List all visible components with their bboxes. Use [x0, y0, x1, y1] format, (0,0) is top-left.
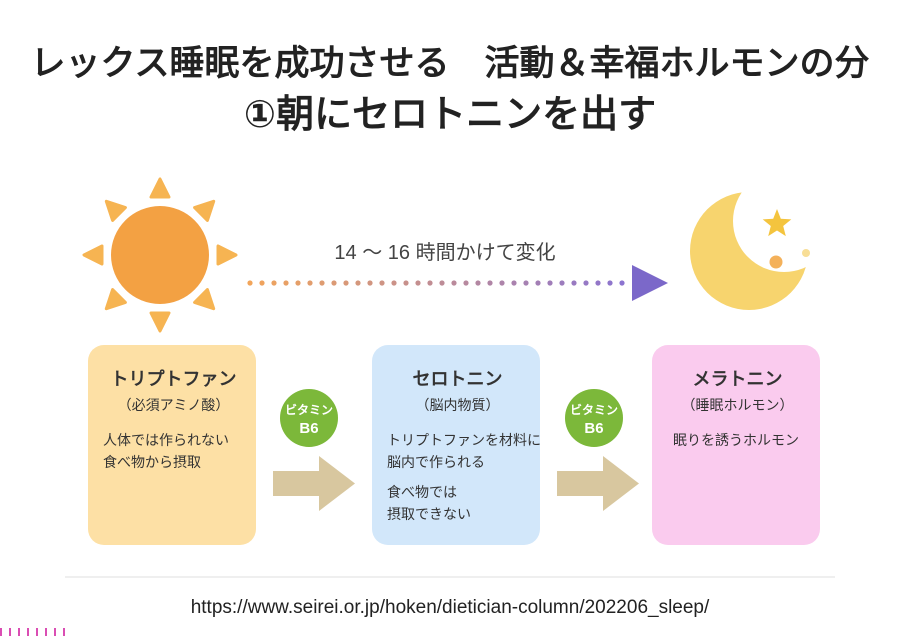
- sun-ray: [104, 288, 127, 311]
- dot: [427, 280, 433, 286]
- dot: [463, 280, 469, 286]
- slide-title-line-1: レックス睡眠を成功させる 活動＆幸福ホルモンの分: [30, 44, 870, 83]
- sun-ray: [149, 177, 171, 199]
- dot: [271, 280, 277, 286]
- star-icon: [762, 209, 792, 237]
- badge-circle: [280, 389, 338, 447]
- dot: [559, 280, 565, 286]
- dot: [415, 280, 421, 286]
- source-url: https://www.seirei.or.jp/hoken/dietician…: [190, 597, 710, 618]
- dot: [475, 280, 481, 286]
- box-text-line: 食べ物から摂取: [103, 454, 201, 470]
- sun-ray: [193, 288, 216, 311]
- box-title: メラトニン: [692, 369, 783, 389]
- box-subtitle: （脳内物質）: [415, 397, 500, 413]
- sun-ray: [149, 311, 171, 333]
- vitamin-b6-badge-1: ビタミン B6: [280, 389, 338, 447]
- badge-circle: [565, 389, 623, 447]
- dot: [247, 280, 253, 286]
- sun-rays: [82, 177, 238, 333]
- moon-dot-small: [802, 249, 810, 257]
- box-paragraph: 眠りを誘うホルモン: [667, 429, 808, 451]
- box-text-line: 人体では作られない: [103, 432, 229, 448]
- vitamin-b6-badge-2: ビタミン B6: [565, 389, 623, 447]
- box-subtitle: （必須アミノ酸）: [117, 397, 230, 413]
- moon-dot-large: [769, 255, 783, 269]
- dot: [331, 280, 337, 286]
- dot: [487, 280, 493, 286]
- dotted-arrow-line: [247, 280, 625, 286]
- dot: [283, 280, 289, 286]
- dot: [607, 280, 613, 286]
- dot: [499, 280, 505, 286]
- box-title: セロトニン: [412, 369, 503, 389]
- dot: [595, 280, 601, 286]
- moon-icon: [690, 170, 835, 310]
- box-text-line: 食べ物では: [387, 484, 457, 500]
- tryptophan-box: トリプトファン （必須アミノ酸） 人体では作られない 食べ物から摂取: [88, 345, 256, 545]
- dot: [571, 280, 577, 286]
- dot: [307, 280, 313, 286]
- badge-label-line-2: B6: [584, 420, 603, 437]
- sun-ray: [216, 244, 238, 266]
- flow-arrow-1: [273, 456, 355, 511]
- flow-arrow-2: [557, 456, 639, 511]
- box-title: トリプトファン: [110, 369, 237, 389]
- sun-ray: [104, 199, 127, 222]
- box-text-line: 脳内で作られる: [387, 454, 485, 470]
- dot: [547, 280, 553, 286]
- dot: [439, 280, 445, 286]
- dot: [295, 280, 301, 286]
- dot: [379, 280, 385, 286]
- dot: [367, 280, 373, 286]
- dot: [619, 280, 625, 286]
- flow-arrow-1-body: [273, 471, 321, 496]
- dot: [319, 280, 325, 286]
- flow-arrow-2-body: [557, 471, 605, 496]
- box-text-line: 眠りを誘うホルモン: [673, 432, 799, 448]
- cropped-footer-mark: [0, 628, 70, 636]
- dot: [403, 280, 409, 286]
- box-paragraph: 人体では作られない 食べ物から摂取: [103, 429, 244, 473]
- slide-title-line-2: ①朝にセロトニンを出す: [243, 94, 657, 136]
- badge-label-line-2: B6: [299, 420, 318, 437]
- dot: [451, 280, 457, 286]
- box-text-line: 摂取できない: [387, 506, 471, 522]
- melatonin-box: メラトニン （睡眠ホルモン） 眠りを誘うホルモン: [652, 345, 820, 545]
- box-text-line: トリプトファンを材料に: [387, 432, 541, 448]
- transition-label: 14 〜 16 時間かけて変化: [334, 241, 555, 264]
- flow-arrow-1-head: [319, 456, 355, 511]
- dot: [523, 280, 529, 286]
- box-subtitle: （睡眠ホルモン）: [681, 397, 794, 413]
- box-paragraph: トリプトファンを材料に 脳内で作られる: [387, 429, 541, 473]
- dot: [355, 280, 361, 286]
- dot: [511, 280, 517, 286]
- dot: [259, 280, 265, 286]
- dot: [391, 280, 397, 286]
- flow-arrow-2-head: [603, 456, 639, 511]
- sun-body: [111, 206, 209, 304]
- arrow-head: [632, 265, 668, 301]
- sun-ray: [82, 244, 104, 266]
- sun-ray: [193, 199, 216, 222]
- sun-icon: [82, 177, 238, 333]
- dot: [343, 280, 349, 286]
- dot: [535, 280, 541, 286]
- serotonin-box: セロトニン （脳内物質） トリプトファンを材料に 脳内で作られる 食べ物では 摂…: [372, 345, 541, 545]
- dot: [583, 280, 589, 286]
- badge-label-line-1: ビタミン: [285, 402, 333, 417]
- badge-label-line-1: ビタミン: [570, 402, 618, 417]
- box-paragraph: 食べ物では 摂取できない: [387, 481, 528, 525]
